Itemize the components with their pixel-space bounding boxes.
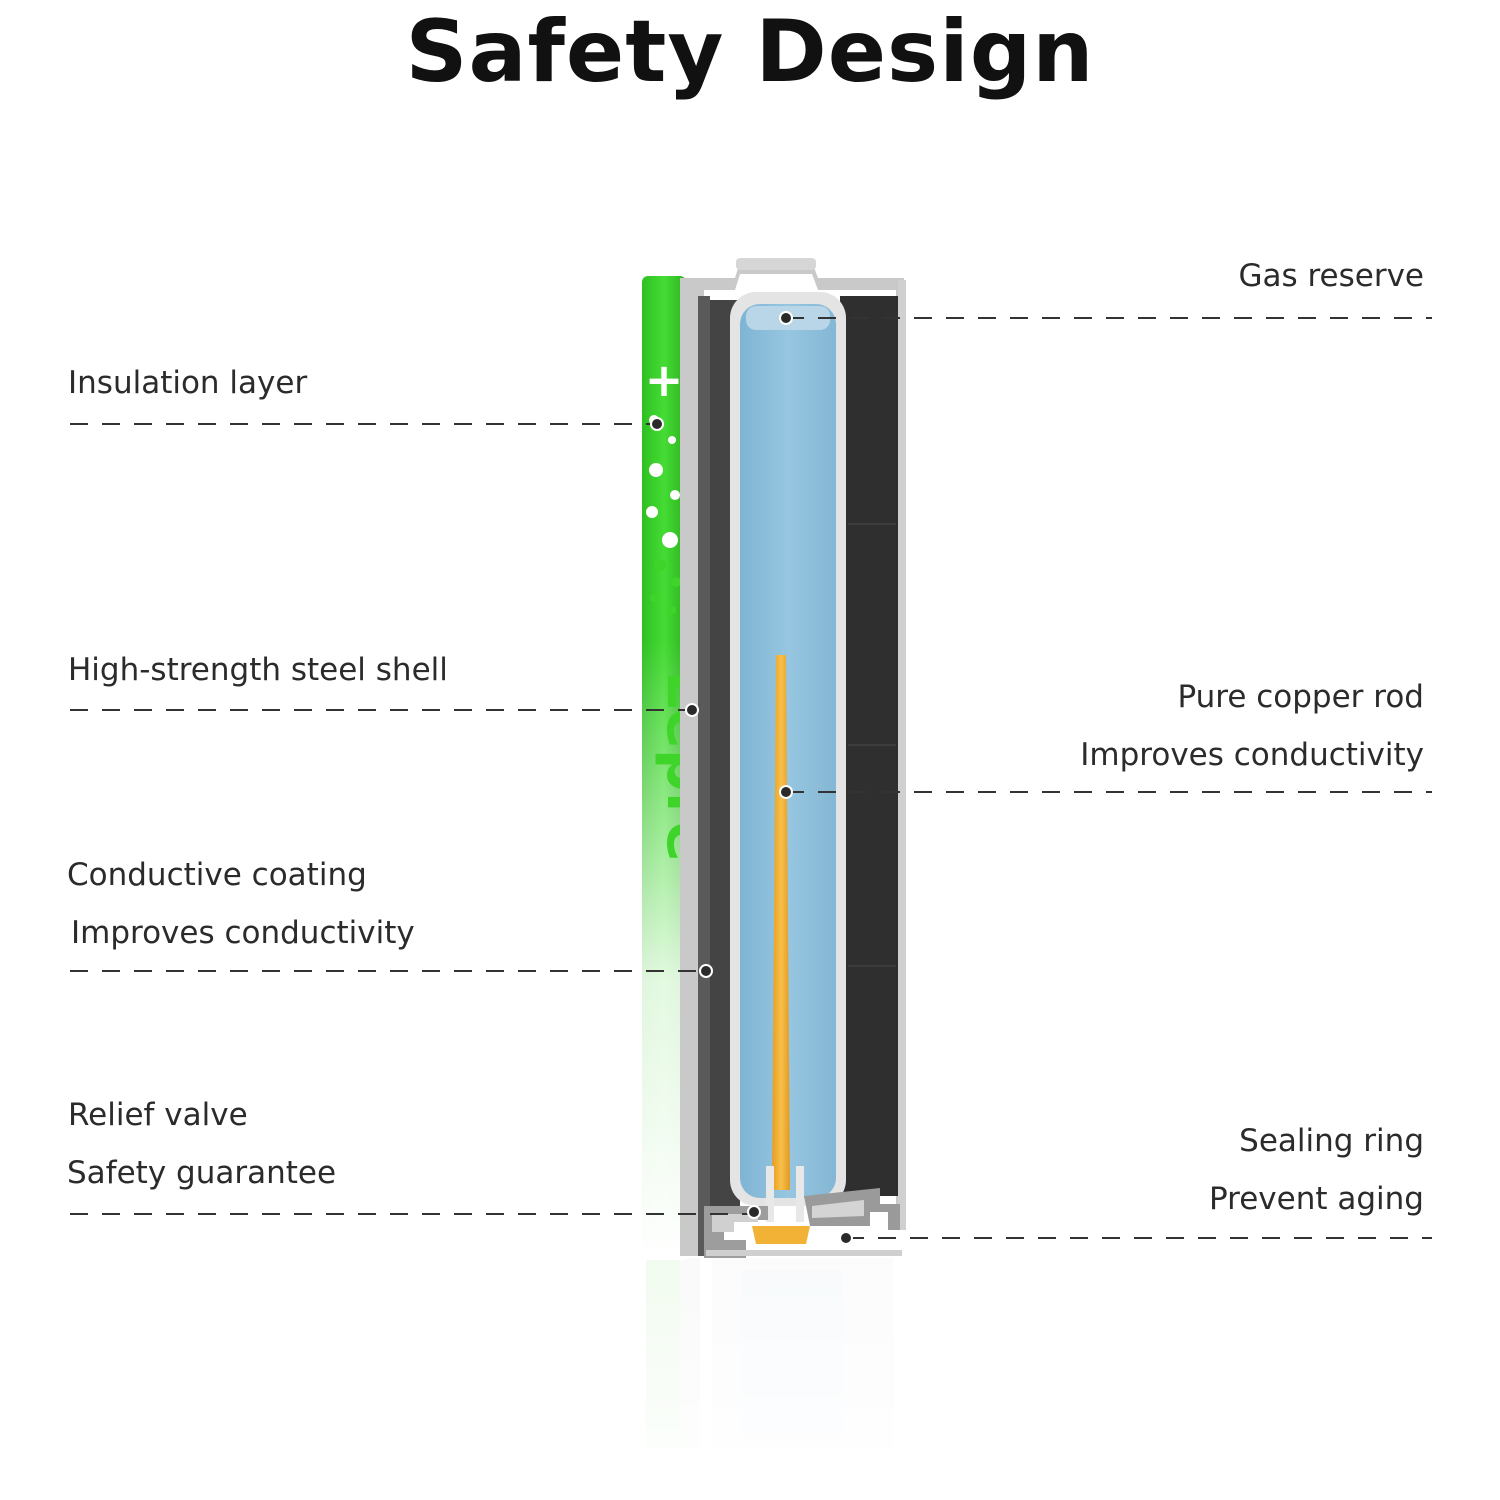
leader-dots [650, 311, 853, 1245]
dot-pattern-green [650, 559, 681, 614]
label-sealing-ring-sub: Prevent aging [1209, 1181, 1424, 1217]
conductive-coating [698, 296, 710, 1256]
plus-mark: + [645, 353, 684, 407]
label-copper-rod-sub: Improves conductivity [1080, 737, 1424, 773]
page-title: Safety Design [405, 2, 1095, 102]
battery-reflection [640, 1255, 910, 1500]
electrolyte-anode [740, 304, 836, 1198]
label-relief-valve-sub: Safety guarantee [67, 1155, 337, 1191]
label-conductive-coating: Conductive coating [67, 857, 367, 893]
label-conductive-coating-sub: Improves conductivity [71, 915, 415, 951]
label-insulation-layer: Insulation layer [68, 365, 308, 401]
label-steel-shell: High-strength steel shell [68, 652, 448, 688]
insulation-label-wrap: + Lepre [642, 276, 723, 1260]
label-copper-rod: Pure copper rod [1177, 679, 1424, 715]
label-relief-valve: Relief valve [68, 1097, 248, 1133]
label-sealing-ring: Sealing ring [1239, 1123, 1424, 1159]
label-gas-reserve: Gas reserve [1238, 258, 1424, 294]
sealing-ring-assembly [704, 1188, 902, 1258]
cathode-right [840, 296, 898, 1196]
leader-lines [70, 317, 1432, 1239]
